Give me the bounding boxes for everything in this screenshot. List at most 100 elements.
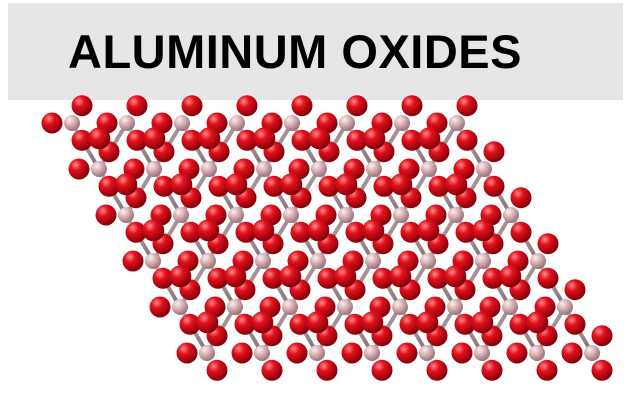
oxygen-atom — [170, 173, 193, 196]
oxygen-atom — [483, 141, 505, 163]
aluminum-atom — [503, 207, 519, 223]
aluminum-atom — [200, 253, 216, 269]
aluminum-atom — [64, 115, 80, 131]
oxygen-atom — [180, 221, 202, 243]
oxygen-atom — [307, 219, 330, 242]
oxygen-atom — [472, 219, 495, 242]
oxygen-atom — [291, 95, 313, 117]
title-banner: ALUMINUM OXIDES — [8, 3, 623, 100]
oxygen-atom — [176, 342, 198, 364]
oxygen-atom — [335, 173, 358, 196]
oxygen-atom — [169, 265, 192, 288]
oxygen-atom — [234, 313, 256, 335]
oxygen-atom — [561, 342, 583, 364]
aluminum-atom — [338, 207, 354, 223]
aluminum-atom — [337, 299, 353, 315]
oxygen-atom — [510, 221, 532, 243]
aluminum-atom — [364, 345, 380, 361]
aluminum-atom — [311, 161, 327, 177]
oxygen-atom — [286, 342, 308, 364]
oxygen-atom — [253, 127, 276, 150]
oxygen-atom — [279, 265, 302, 288]
oxygen-atom — [418, 127, 441, 150]
oxygen-atom — [451, 342, 473, 364]
aluminum-atom — [228, 207, 244, 223]
oxygen-atom — [428, 175, 450, 197]
oxygen-atom — [426, 359, 448, 381]
aluminum-atom — [174, 115, 190, 131]
oxygen-atom — [506, 342, 528, 364]
aluminum-atom — [475, 253, 491, 269]
aluminum-atom — [146, 161, 162, 177]
oxygen-atom — [591, 325, 613, 347]
aluminum-atom — [255, 253, 271, 269]
oxygen-atom — [207, 267, 229, 289]
oxygen-atom — [482, 267, 504, 289]
oxygen-atom — [208, 175, 230, 197]
aluminum-atom — [256, 161, 272, 177]
oxygen-atom — [196, 311, 219, 334]
oxygen-atom — [361, 311, 384, 334]
aluminum-atom — [557, 299, 573, 315]
oxygen-atom — [537, 267, 559, 289]
aluminum-atom — [421, 161, 437, 177]
oxygen-atom — [115, 173, 138, 196]
crystal-lattice-image — [41, 95, 613, 381]
aluminum-atom — [394, 115, 410, 131]
oxygen-atom — [225, 173, 248, 196]
aluminum-atom — [530, 253, 546, 269]
aluminum-atom — [283, 207, 299, 223]
oxygen-atom — [372, 267, 394, 289]
oxygen-atom — [95, 204, 117, 226]
oxygen-atom — [181, 95, 203, 117]
oxygen-atom — [280, 173, 303, 196]
oxygen-atom — [231, 342, 253, 364]
oxygen-atom — [152, 267, 174, 289]
oxygen-atom — [401, 129, 423, 151]
aluminum-atom — [474, 345, 490, 361]
oxygen-atom — [289, 313, 311, 335]
aluminum-atom — [91, 161, 107, 177]
aluminum-atom — [282, 299, 298, 315]
aluminum-atom — [392, 299, 408, 315]
oxygen-atom — [41, 112, 63, 134]
oxygen-atom — [179, 313, 201, 335]
oxygen-atom — [344, 313, 366, 335]
aluminum-atom — [145, 253, 161, 269]
oxygen-atom — [444, 265, 467, 288]
oxygen-atom — [263, 175, 285, 197]
oxygen-atom — [417, 219, 440, 242]
oxygen-atom — [68, 158, 90, 180]
oxygen-atom — [400, 221, 422, 243]
oxygen-atom — [153, 175, 175, 197]
aluminum-atom — [502, 299, 518, 315]
oxygen-atom — [341, 342, 363, 364]
oxygen-atom — [455, 221, 477, 243]
oxygen-atom — [236, 95, 258, 117]
oxygen-atom — [88, 127, 111, 150]
slide-title: ALUMINUM OXIDES — [68, 25, 522, 78]
oxygen-atom — [252, 219, 275, 242]
oxygen-atom — [142, 219, 165, 242]
oxygen-atom — [251, 311, 274, 334]
oxygen-atom — [334, 265, 357, 288]
oxygen-atom — [396, 342, 418, 364]
oxygen-atom — [510, 187, 532, 209]
oxygen-atom — [536, 359, 558, 381]
atom-layer — [41, 95, 613, 381]
oxygen-atom — [371, 359, 393, 381]
oxygen-atom — [362, 219, 385, 242]
aluminum-atom — [119, 115, 135, 131]
aluminum-atom — [366, 161, 382, 177]
oxygen-atom — [499, 265, 522, 288]
aluminum-atom — [309, 345, 325, 361]
oxygen-atom — [399, 313, 421, 335]
oxygen-atom — [526, 311, 549, 334]
oxygen-atom — [373, 175, 395, 197]
aluminum-atom — [476, 161, 492, 177]
oxygen-atom — [236, 129, 258, 151]
oxygen-atom — [427, 267, 449, 289]
aluminum-atom — [449, 115, 465, 131]
aluminum-atom — [339, 115, 355, 131]
